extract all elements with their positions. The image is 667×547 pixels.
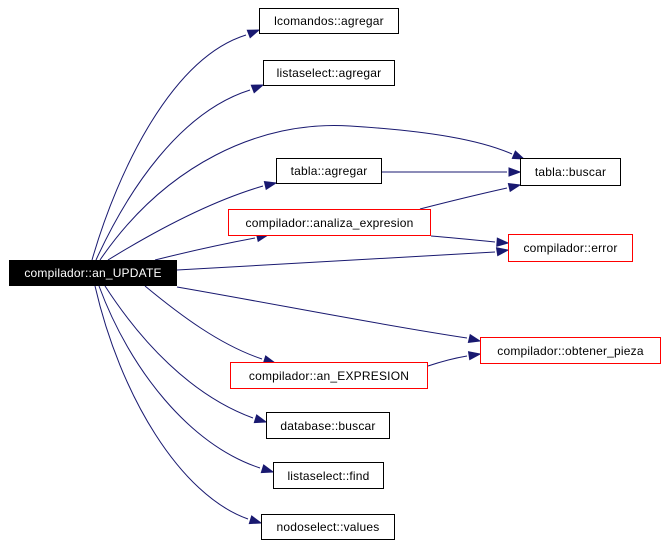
edge-analiza_expresion-to-tabla_buscar [419,182,522,210]
edge-line [176,251,496,271]
arrowhead-icon [246,29,261,39]
node-compilador-analiza-expresion[interactable]: compilador::analiza_expresion [228,209,431,236]
edge-line [98,285,261,469]
node-database-buscar[interactable]: database::buscar [266,412,390,439]
arrowhead-icon [507,182,522,193]
edge-root-to-listaselect_agregar [95,84,265,261]
arrowhead-icon [467,333,482,344]
edge-line [144,285,263,360]
edge-line [419,187,508,210]
edge-line [107,185,264,261]
edge-analiza_expresion-to-error [430,235,510,247]
edge-root-to-database_buscar [104,285,268,424]
edge-root-to-obtener_pieza [176,286,482,344]
edge-tabla_agregar-to-tabla_buscar [382,167,522,177]
edge-root-to-nodoselect_values [94,285,263,525]
node-compilador-obtener-pieza[interactable]: compilador::obtener_pieza [480,337,661,364]
edge-line [427,355,468,367]
node-compilador-error[interactable]: compilador::error [508,234,633,262]
edge-an_expresion-to-obtener_pieza [427,351,482,367]
node-tabla-agregar[interactable]: tabla::agregar [276,158,382,184]
edge-root-to-error [176,247,510,271]
arrowhead-icon [250,84,265,94]
arrowhead-icon [496,237,510,247]
arrowhead-icon [260,464,275,474]
node-nodoselect-values[interactable]: nodoselect::values [261,514,395,540]
edge-line [99,124,513,261]
edge-line [91,34,247,261]
edge-root-to-tabla_agregar [107,180,278,261]
node-lcomandos-agregar[interactable]: lcomandos::agregar [259,8,399,34]
edge-line [104,285,254,419]
node-tabla-buscar[interactable]: tabla::buscar [520,158,621,186]
edge-line [176,286,468,339]
edge-root-to-an_expresion [144,285,277,365]
edge-line [95,89,251,261]
arrowhead-icon [248,515,263,525]
node-compilador-an-expresion[interactable]: compilador::an_EXPRESION [230,362,428,389]
node-listaselect-agregar[interactable]: listaselect::agregar [263,60,395,86]
edge-root-to-tabla_buscar [99,124,526,261]
arrowhead-icon [495,247,510,257]
node-compilador-an-update[interactable]: compilador::an_UPDATE [9,260,177,286]
node-listaselect-find[interactable]: listaselect::find [273,462,384,489]
arrowhead-icon [508,167,522,177]
edge-root-to-listaselect_find [98,285,275,474]
arrowhead-icon [263,180,278,191]
edge-root-to-lcomandos_agregar [91,29,261,261]
edge-line [430,235,496,243]
arrowhead-icon [467,351,482,361]
arrowhead-icon [511,150,526,160]
edge-line [94,285,249,520]
arrowhead-icon [253,414,268,424]
edge-line [154,237,256,261]
edge-root-to-analiza_expresion [154,232,270,261]
